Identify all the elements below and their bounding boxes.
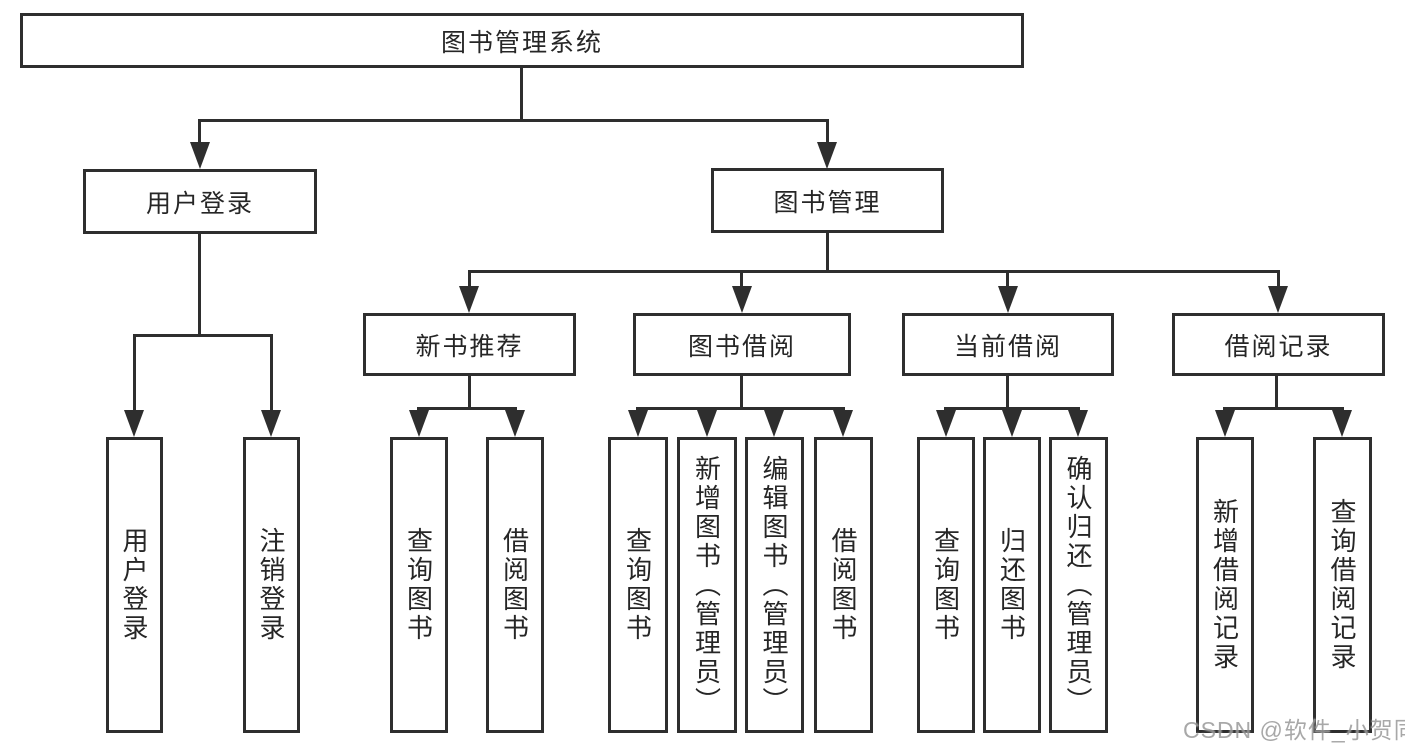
node-label: 借阅图书 [828, 527, 858, 643]
connector-line-horizontal [133, 334, 273, 337]
node-label: 图书管理 [773, 188, 882, 217]
connector-line-vertical [740, 376, 743, 410]
leaf-query-books-current: 查询图书 [917, 437, 975, 733]
node-current-borrow: 当前借阅 [902, 313, 1114, 376]
arrow-down-icon [732, 286, 752, 313]
node-label: 图书借阅 [687, 332, 796, 361]
node-user-login: 用户登录 [83, 169, 317, 234]
node-root: 图书管理系统 [20, 13, 1024, 68]
node-label: 借阅记录 [1224, 332, 1333, 361]
leaf-user-login: 用户登录 [106, 437, 163, 733]
node-borrow-records: 借阅记录 [1172, 313, 1385, 376]
connector-line-vertical [270, 334, 273, 412]
connector-line-horizontal [468, 270, 1280, 273]
arrow-down-icon [1332, 410, 1352, 437]
connector-line-horizontal [198, 119, 829, 122]
node-label: 新书推荐 [415, 332, 524, 361]
leaf-return-books: 归还图书 [983, 437, 1041, 733]
connector-line-horizontal [417, 407, 517, 410]
connector-line-vertical [826, 233, 829, 273]
connector-line-vertical [1006, 376, 1009, 410]
arrow-down-icon [817, 142, 837, 169]
leaf-logout: 注销登录 [243, 437, 300, 733]
watermark: CSDN @软件_小贺同学 [1183, 717, 1405, 743]
connector-line-vertical [468, 270, 471, 288]
node-label: 用户登录 [119, 527, 149, 643]
arrow-down-icon [628, 410, 648, 437]
connector-line-vertical [198, 233, 201, 337]
node-book-borrow: 图书借阅 [633, 313, 851, 376]
connector-line-vertical [1275, 376, 1278, 410]
connector-line-vertical [1277, 270, 1280, 288]
leaf-borrow-books: 借阅图书 [814, 437, 873, 733]
arrow-down-icon [124, 410, 144, 437]
arrow-down-icon [261, 410, 281, 437]
arrow-down-icon [936, 410, 956, 437]
node-label: 注销登录 [256, 527, 286, 643]
leaf-query-books-borrow: 查询图书 [608, 437, 668, 733]
arrow-down-icon [833, 410, 853, 437]
arrow-down-icon [505, 410, 525, 437]
connector-line-vertical [520, 68, 523, 122]
node-label: 新增图书（管理员） [691, 454, 722, 716]
connector-line-horizontal [636, 407, 845, 410]
connector-line-vertical [133, 334, 136, 412]
connector-line-horizontal [1223, 407, 1344, 410]
leaf-borrow-books-recommend: 借阅图书 [486, 437, 544, 733]
leaf-query-borrow-record: 查询借阅记录 [1313, 437, 1372, 733]
arrow-down-icon [1068, 410, 1088, 437]
leaf-edit-books-admin: 编辑图书（管理员） [745, 437, 804, 733]
node-book-management: 图书管理 [711, 168, 944, 233]
node-label: 用户登录 [145, 189, 254, 218]
arrow-down-icon [190, 142, 210, 169]
leaf-add-books-admin: 新增图书（管理员） [677, 437, 737, 733]
node-label: 查询图书 [622, 527, 653, 643]
node-label: 编辑图书（管理员） [759, 454, 789, 716]
arrow-down-icon [697, 410, 717, 437]
node-label: 借阅图书 [499, 527, 530, 643]
leaf-confirm-return-admin: 确认归还（管理员） [1049, 437, 1108, 733]
connector-line-vertical [468, 376, 471, 410]
arrow-down-icon [459, 286, 479, 313]
connector-line-vertical [826, 119, 829, 145]
node-new-book-recommend: 新书推荐 [363, 313, 576, 376]
node-label: 新增借阅记录 [1209, 498, 1240, 672]
arrow-down-icon [1268, 286, 1288, 313]
node-label: 查询图书 [930, 527, 961, 643]
connector-line-horizontal [944, 407, 1080, 410]
node-label: 查询借阅记录 [1327, 498, 1357, 672]
arrow-down-icon [409, 410, 429, 437]
arrow-down-icon [998, 286, 1018, 313]
node-label: 查询图书 [403, 527, 434, 643]
leaf-add-borrow-record: 新增借阅记录 [1196, 437, 1254, 733]
node-label: 图书管理系统 [440, 28, 603, 57]
node-label: 归还图书 [996, 527, 1027, 643]
connector-line-vertical [1006, 270, 1009, 288]
connector-line-vertical [740, 270, 743, 288]
arrow-down-icon [764, 410, 784, 437]
node-label: 确认归还（管理员） [1063, 454, 1093, 716]
leaf-query-books-recommend: 查询图书 [390, 437, 448, 733]
arrow-down-icon [1215, 410, 1235, 437]
connector-line-vertical [198, 119, 201, 145]
arrow-down-icon [1002, 410, 1022, 437]
node-label: 当前借阅 [953, 332, 1062, 361]
